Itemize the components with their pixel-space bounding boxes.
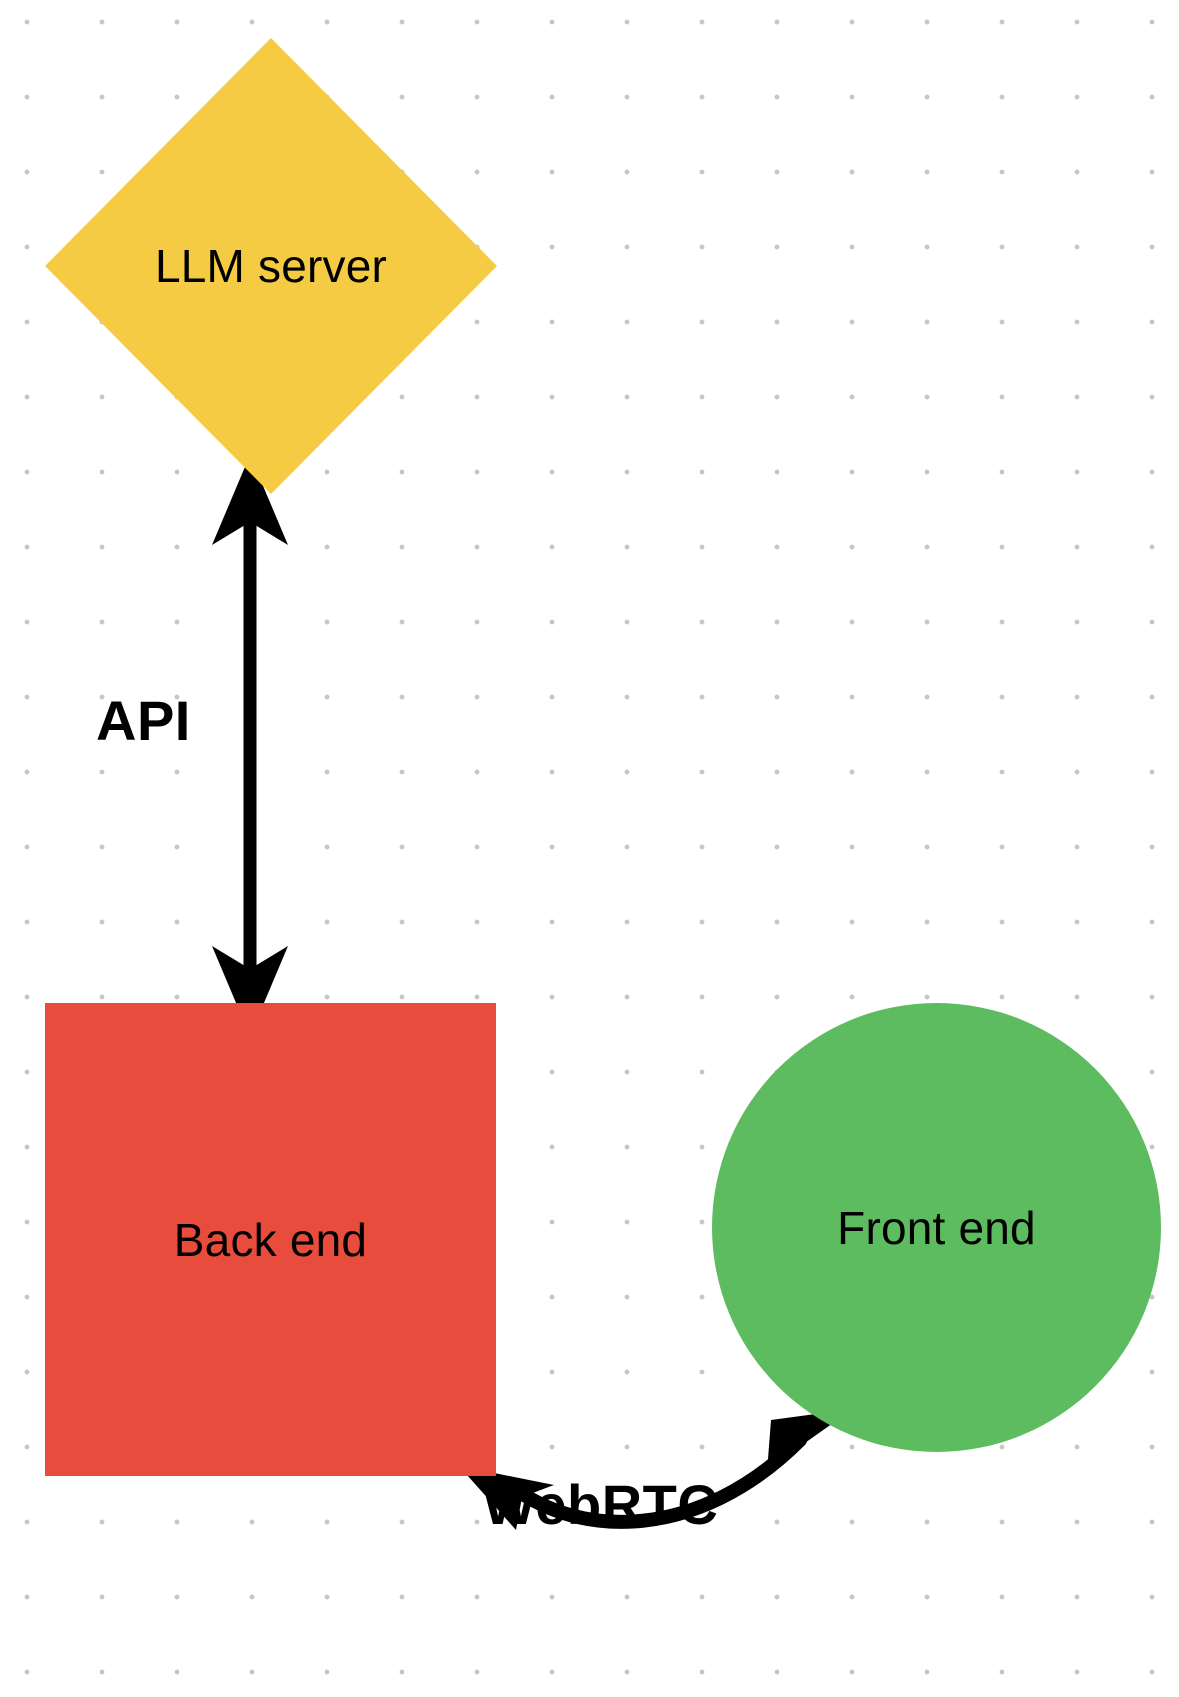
node-front-end[interactable]: Front end [712,1003,1161,1452]
edge-label-api: API [96,689,191,752]
node-front-end-label: Front end [837,1201,1036,1254]
node-back-end[interactable]: Back end [45,1003,496,1476]
node-back-end-label: Back end [173,1213,368,1266]
edge-api-arrow[interactable] [212,455,288,1036]
edge-label-webrtc: WebRTC [483,1473,719,1536]
node-llm-server[interactable]: LLM server [45,38,497,494]
node-llm-server-label: LLM server [154,240,388,292]
